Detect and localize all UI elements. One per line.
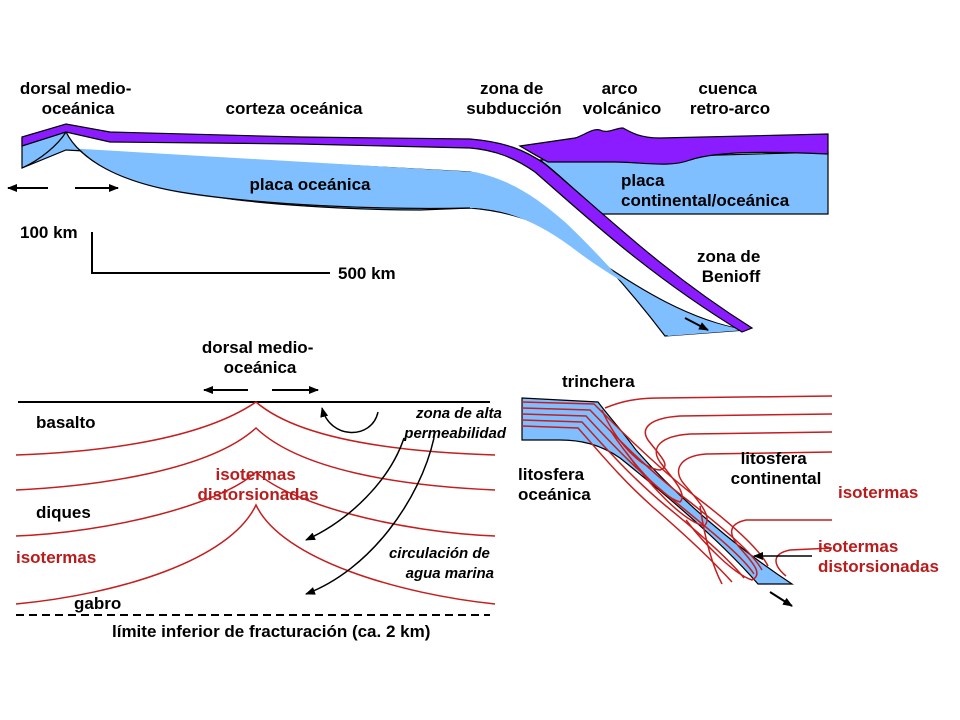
permeability-label: zona de alta permeabilidad bbox=[403, 405, 507, 442]
upper-isotherm-2 bbox=[601, 409, 833, 471]
fracture-limit-label: límite inferior de fracturación (ca. 2 k… bbox=[112, 622, 430, 641]
bl-distorted-isotherms-label: isotermas distorsionadas bbox=[198, 465, 319, 504]
br-distorted-isotherms-label: isotermas distorsionadas bbox=[818, 537, 939, 576]
circulation-arrow-1 bbox=[305, 437, 405, 541]
upper-isotherm-4 bbox=[625, 451, 833, 527]
slab-isotherm-4 bbox=[521, 419, 745, 579]
isotherm-2 bbox=[15, 426, 496, 491]
oceanic-crust bbox=[21, 123, 754, 333]
bl-ridge-label: dorsal medio- oceánica bbox=[202, 338, 318, 377]
basalt-label: basalto bbox=[36, 413, 96, 432]
slab-isotherm-5 bbox=[521, 425, 733, 583]
slab-motion-arrow bbox=[684, 317, 709, 331]
isotherm-3 bbox=[15, 470, 496, 537]
continental-lithosphere-label: litosfera continental bbox=[731, 449, 822, 488]
scale-horizontal-label: 500 km bbox=[338, 264, 396, 283]
upper-isotherm-7 bbox=[699, 505, 723, 585]
scale-bar bbox=[91, 232, 330, 274]
isotherm-4 bbox=[15, 503, 496, 605]
subducting-slab bbox=[521, 397, 795, 585]
dikes-label: diques bbox=[36, 503, 91, 522]
upper-isotherm-1 bbox=[604, 395, 833, 409]
volcanic-arc-label: arco volcánico bbox=[583, 79, 661, 118]
gabbro-label: gabro bbox=[74, 594, 121, 613]
continental-plate-label: placa continental/oceánica bbox=[621, 171, 790, 210]
slab-isotherm-3 bbox=[521, 413, 755, 575]
oceanic-plate-band bbox=[22, 132, 745, 336]
trench-isotherm-section: trinchera litosfera continental litosfer… bbox=[518, 372, 939, 607]
ridge-flank bbox=[21, 130, 471, 210]
circulation-label: circulación de agua marina bbox=[389, 545, 494, 582]
crust-label: corteza oceánica bbox=[225, 99, 363, 118]
bl-isotherms-label: isotermas bbox=[16, 548, 96, 567]
subduction-cross-section: dorsal medio- oceánica corteza oceánica … bbox=[7, 79, 829, 337]
oceanic-lithosphere-label: litosfera oceánica bbox=[518, 465, 591, 504]
trench-label: trinchera bbox=[562, 372, 635, 391]
br-slab-motion-arrow bbox=[769, 591, 793, 607]
arc-crust bbox=[518, 127, 829, 165]
subduction-zone-label: zona de subducción bbox=[466, 79, 561, 118]
top-ridge-label: dorsal medio- oceánica bbox=[20, 79, 136, 118]
upper-isotherm-6 bbox=[775, 547, 833, 577]
slab-isotherm-2 bbox=[521, 407, 763, 571]
isotherm-1 bbox=[15, 401, 496, 456]
oceanic-plate-label: placa oceánica bbox=[250, 175, 372, 194]
scale-vertical-label: 100 km bbox=[20, 223, 78, 242]
backarc-basin-label: cuenca retro-arco bbox=[690, 79, 770, 118]
upper-isotherm-5 bbox=[685, 519, 832, 581]
circulation-arrow-2 bbox=[305, 437, 435, 595]
benioff-zone-label: zona de Benioff bbox=[697, 247, 765, 286]
permeability-arrow bbox=[320, 407, 379, 434]
ridge-isotherm-section: dorsal medio- oceánica basalto diques ga… bbox=[15, 338, 507, 641]
upper-isotherm-3 bbox=[609, 429, 833, 503]
br-isotherms-label: isotermas bbox=[838, 483, 918, 502]
